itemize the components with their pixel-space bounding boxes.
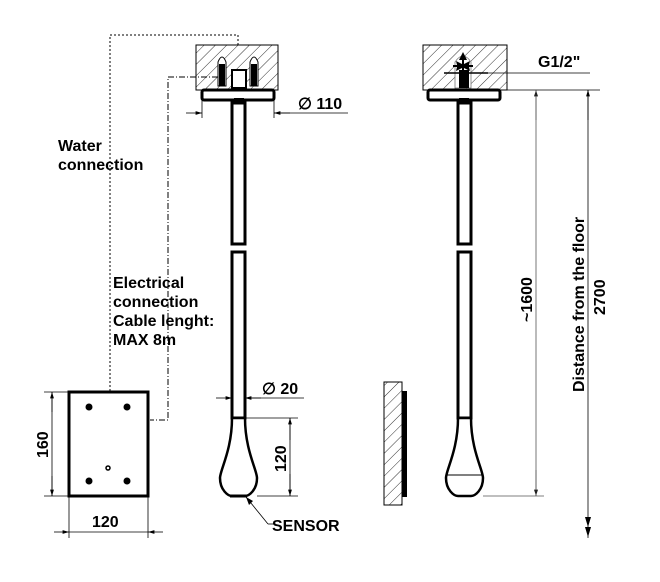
control-box-side <box>402 391 407 497</box>
dim-plate-diameter: ∅ 110 <box>298 96 342 113</box>
pipe-lower-side <box>456 250 473 420</box>
water-connection-line <box>109 34 239 392</box>
electrical-connection-line <box>150 76 218 421</box>
side-view: G1/2" ~1600 Distance from the floor 2700 <box>383 44 609 538</box>
dim-drop-length: ~1600 <box>519 277 536 322</box>
front-view: ∅ 110 ∅ 20 120 SENSOR <box>186 44 348 535</box>
distance-from-floor-label: Distance from the floor <box>571 217 588 392</box>
sensor-label: SENSOR <box>272 518 340 535</box>
control-box: 160 120 <box>35 390 163 538</box>
dim-box-height: 160 <box>35 431 52 458</box>
pipe-upper <box>230 101 247 246</box>
electrical-connection-label: Electrical <box>113 275 184 292</box>
water-connection-label: connection <box>58 157 143 174</box>
thread-label: G1/2" <box>538 54 580 71</box>
valve-icon <box>217 56 259 89</box>
cable-length-label: Cable lenght: <box>113 313 214 330</box>
dim-pipe-diameter: ∅ 20 <box>262 381 298 398</box>
electrical-connection-label: connection <box>113 294 198 311</box>
svg-text:Water connection: Water connection <box>58 138 143 174</box>
water-connection-label: Water <box>58 138 102 155</box>
dim-box-width: 120 <box>92 514 119 531</box>
pipe-upper-side <box>456 101 473 246</box>
distance-from-floor-value: 2700 <box>592 279 609 315</box>
shower-head-side <box>444 416 485 498</box>
dim-head-height: 120 <box>273 445 290 472</box>
svg-text:Electrical connection: Electrical connection Cable lenght: MAX … <box>113 275 219 349</box>
connection-lines: Water connection Electrical connection C… <box>58 34 239 421</box>
pipe-lower <box>230 250 247 420</box>
wall-section <box>383 381 403 506</box>
shower-head-drop <box>218 416 259 498</box>
cable-max-label: MAX 8m <box>113 332 176 349</box>
